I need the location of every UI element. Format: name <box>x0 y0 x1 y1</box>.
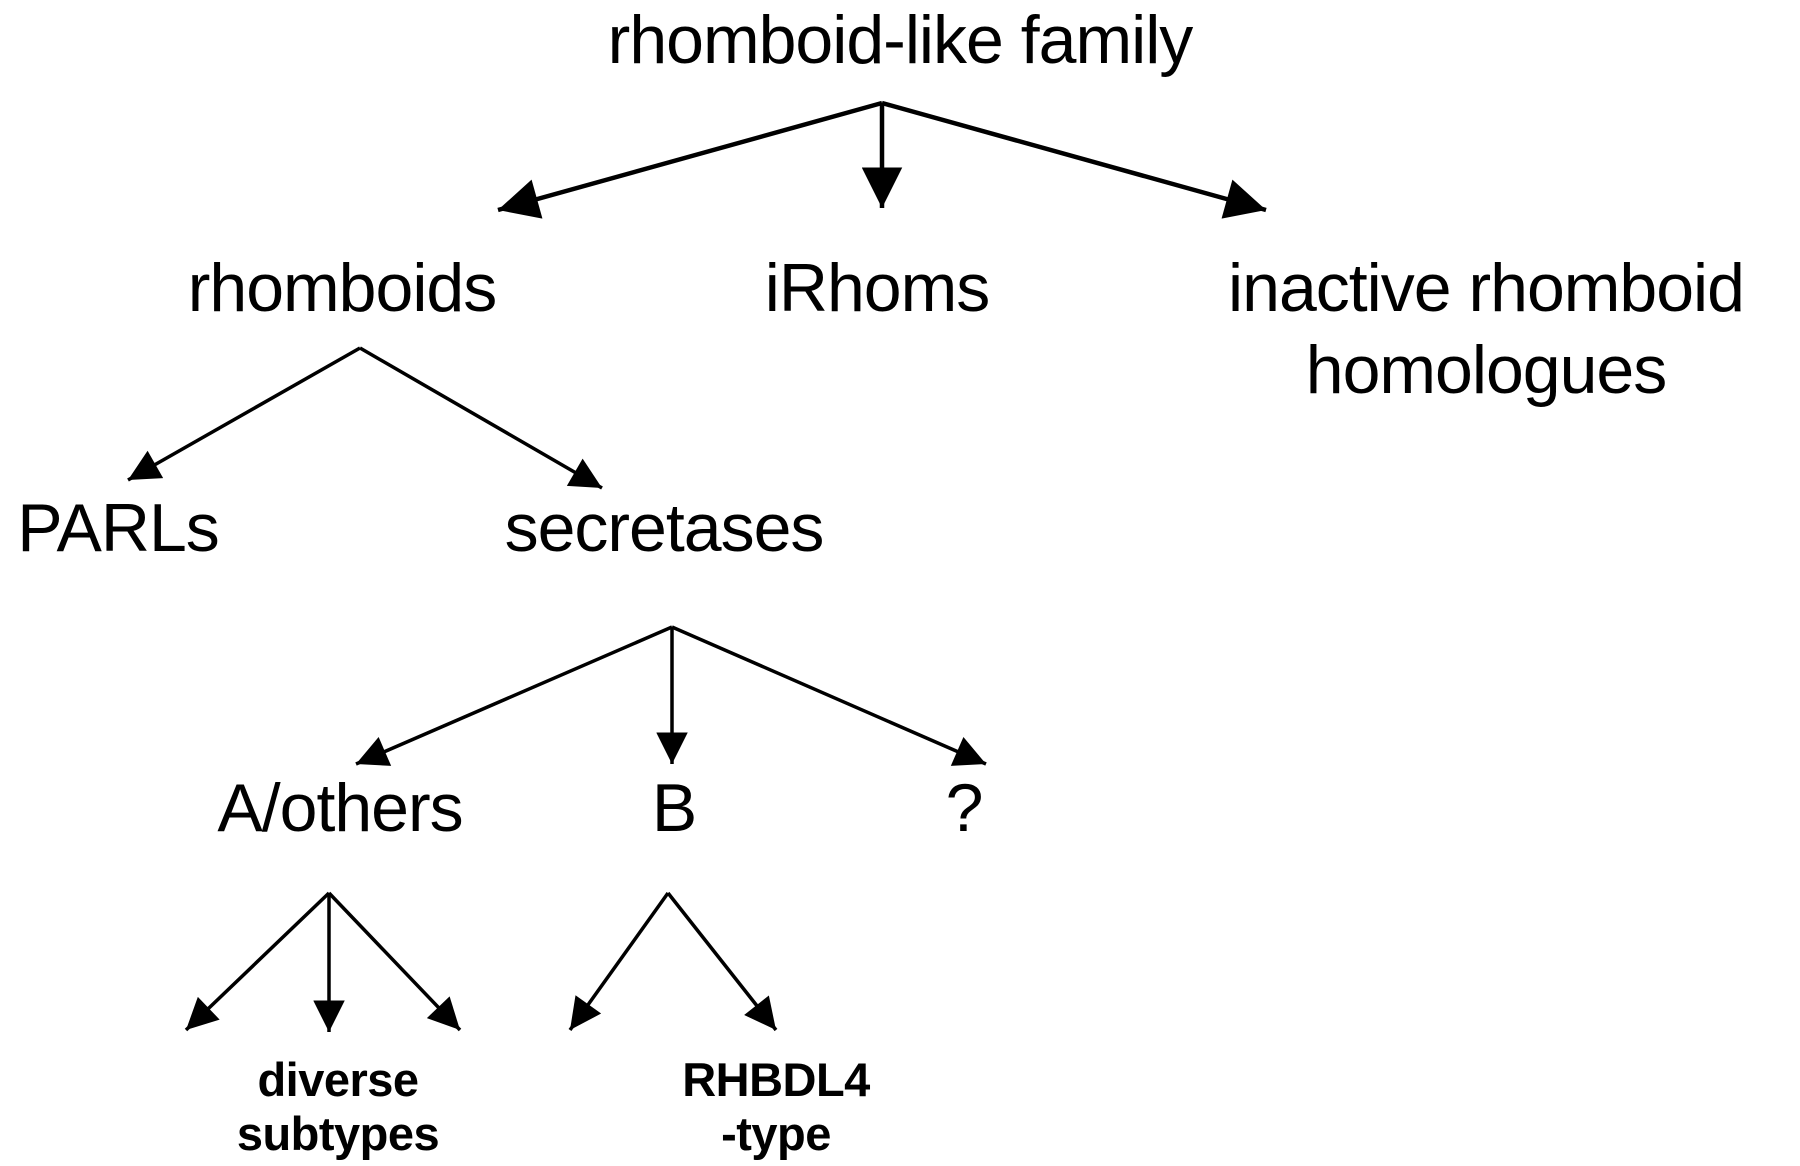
node-irhoms: iRhoms <box>764 250 990 326</box>
node-rhbdl4-line1: RHBDL4 <box>682 1053 870 1106</box>
node-diverse-line2: subtypes <box>236 1107 440 1161</box>
arrow-secretases-to-unknown <box>671 625 987 766</box>
node-unknown: ? <box>945 770 984 846</box>
arrow-b-to-rhbdl4-1 <box>568 891 670 1032</box>
node-inactive-rhomboid-homologues: inactive rhomboid homologues <box>1228 250 1745 408</box>
node-rhbdl4-line2: -type <box>721 1107 831 1161</box>
node-diverse-line1: diverse <box>257 1053 419 1106</box>
node-b: B <box>651 770 697 846</box>
node-a-others: A/others <box>217 770 463 846</box>
arrow-secretases-to-aothers <box>355 625 673 766</box>
arrow-b-to-rhbdl4-2 <box>666 891 778 1032</box>
arrow-root-to-rhomboids <box>497 100 883 219</box>
arrow-root-to-inactive <box>881 100 1267 219</box>
node-parls: PARLs <box>17 490 220 566</box>
node-rhomboid-like-family: rhomboid-like family <box>607 2 1194 78</box>
node-diverse-subtypes: diverse subtypes <box>236 1053 440 1161</box>
node-inactive-line2: homologues <box>1305 332 1667 408</box>
arrow-rhomboids-to-secretases <box>359 346 603 490</box>
node-rhomboids: rhomboids <box>187 250 497 326</box>
node-rhbdl4-type: RHBDL4 -type <box>682 1053 870 1161</box>
node-secretases: secretases <box>504 490 825 566</box>
arrow-rhomboids-to-parls <box>127 346 361 482</box>
node-inactive-line1: inactive rhomboid <box>1228 250 1745 326</box>
arrow-aothers-to-diverse-1 <box>184 891 331 1032</box>
arrow-aothers-to-diverse-3 <box>327 891 462 1032</box>
